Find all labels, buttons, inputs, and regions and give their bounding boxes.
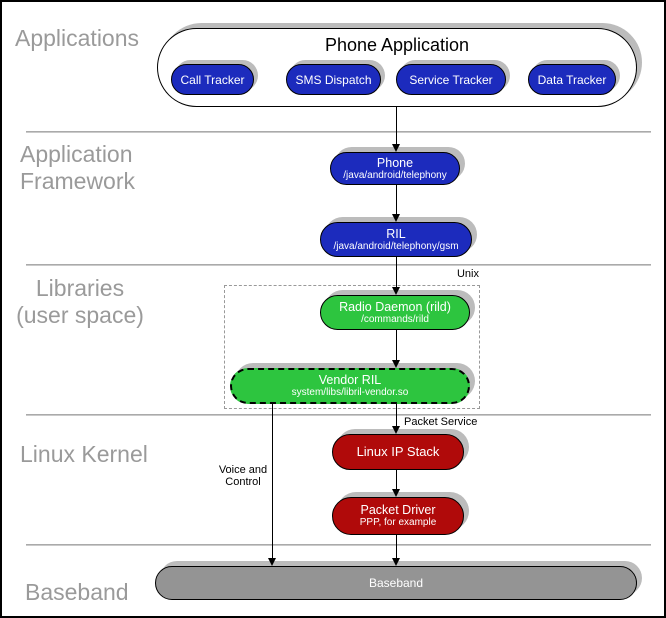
pill-data-tracker: Data Tracker: [528, 64, 616, 95]
radio-daemon-path: /commands/rild: [361, 313, 429, 325]
divider-applications-framework: [26, 131, 651, 133]
pill-sms-dispatch: SMS Dispatch: [286, 64, 381, 95]
vendor-ril-title: Vendor RIL: [318, 373, 382, 387]
arrow-driver-to-baseband-head: [392, 558, 400, 566]
phone-box-title: Phone: [376, 155, 414, 170]
packet-driver-title: Packet Driver: [360, 503, 436, 517]
phone-box-path: /java/android/telephony: [343, 169, 447, 181]
ril-box-title: RIL: [386, 226, 406, 241]
layer-label-baseband: Baseband: [25, 579, 129, 605]
linux-ip-stack-title: Linux IP Stack: [356, 444, 440, 459]
arrow-ril-to-rild-line: [396, 257, 397, 287]
divider-kernel-baseband: [26, 544, 651, 546]
arrow-voice-control-head: [268, 558, 276, 566]
arrow-phone-to-ril-line: [396, 185, 397, 214]
baseband-bar-label: Baseband: [368, 576, 424, 590]
linux-ip-stack-box: Linux IP Stack: [332, 434, 464, 470]
arrow-vendor-to-ipstack-line: [396, 404, 397, 426]
arrow-rild-to-vendor-head: [392, 360, 400, 368]
divider-framework-libraries: [26, 264, 651, 266]
arrow-ril-to-rild-head: [392, 287, 400, 295]
radio-daemon-title: Radio Daemon (rild): [339, 299, 451, 314]
layer-label-applications: Applications: [15, 25, 140, 51]
layer-label-application-framework: Application Framework: [20, 141, 136, 194]
arrow-ipstack-to-driver-line: [396, 470, 397, 489]
pill-call-tracker: Call Tracker: [171, 64, 254, 95]
arrow-voice-control-line: [272, 404, 273, 558]
pill-service-tracker: Service Tracker: [396, 64, 506, 95]
ril-box-path: /java/android/telephony/gsm: [333, 240, 459, 252]
packet-service-label: Packet Service: [404, 416, 478, 428]
phone-application-group: Phone Application Call Tracker SMS Dispa…: [157, 28, 637, 107]
packet-driver-subtitle: PPP, for example: [359, 517, 437, 528]
layer-label-linux-kernel: Linux Kernel: [20, 441, 148, 467]
arrow-ipstack-to-driver-head: [392, 489, 400, 497]
ril-box: RIL /java/android/telephony/gsm: [320, 222, 472, 257]
arrow-phone-to-ril-head: [392, 214, 400, 222]
layer-label-libraries: Libraries (user space): [16, 275, 144, 328]
voice-control-label: Voice and Control: [218, 464, 268, 488]
packet-driver-box: Packet Driver PPP, for example: [332, 497, 464, 535]
radio-daemon-box: Radio Daemon (rild) /commands/rild: [320, 295, 470, 330]
phone-box: Phone /java/android/telephony: [330, 152, 460, 185]
arrow-driver-to-baseband-line: [396, 535, 397, 558]
phone-application-title: Phone Application: [324, 35, 470, 55]
unix-label: Unix: [456, 268, 479, 280]
unix-group-box: [224, 285, 480, 409]
arrow-app-to-phone-head: [392, 144, 400, 152]
vendor-ril-path: system/libs/libril-vendor.so: [291, 387, 409, 398]
arrow-rild-to-vendor-line: [396, 330, 397, 360]
arrow-vendor-to-ipstack-head: [392, 426, 400, 434]
divider-libraries-kernel: [26, 414, 651, 416]
arrow-app-to-phone-line: [396, 107, 397, 144]
vendor-ril-box: Vendor RIL system/libs/libril-vendor.so: [230, 368, 470, 404]
baseband-bar: Baseband: [155, 566, 637, 600]
